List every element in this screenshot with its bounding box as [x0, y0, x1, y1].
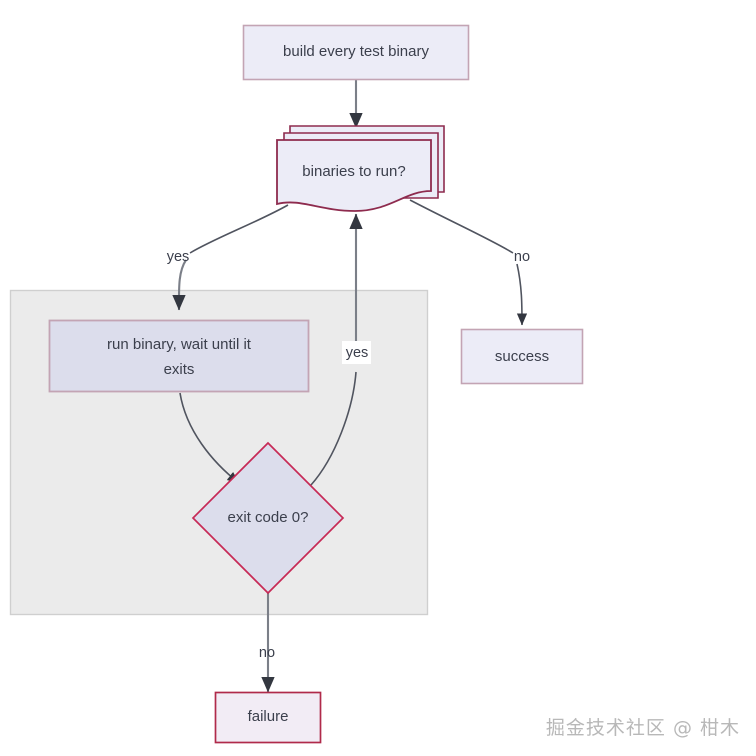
edge-label-yes-left: yes [167, 249, 190, 265]
edge-binaries-to-success-drop [516, 263, 528, 326]
edge-binaries-to-success [409, 199, 514, 254]
failure-node [214, 691, 322, 744]
edge-exitcode-to-binaries-curve [310, 371, 357, 486]
edge-binaries-to-run-drop [172, 259, 187, 311]
edge-label-no-bottom: no [259, 645, 275, 661]
edge-label-no-right: no [514, 249, 530, 265]
edge-label-yes-mid-bg [342, 341, 371, 364]
binaries-document-shape [276, 139, 432, 212]
build-node-label: build every test binary [283, 43, 429, 60]
build-node [242, 24, 470, 81]
exitcode-node [191, 441, 345, 595]
success-node-label: success [495, 348, 549, 365]
run-node-label-line2: exits [164, 361, 195, 378]
failure-node-label: failure [248, 708, 289, 725]
binaries-node-label: binaries to run? [302, 163, 405, 180]
edge-run-to-exitcode [179, 392, 240, 484]
run-node-label-line1: run binary, wait until it [107, 336, 252, 353]
watermark-text: 掘金技术社区 @ 柑木 [545, 717, 740, 739]
success-node [460, 328, 584, 385]
edge-label-yes-mid: yes [346, 345, 369, 361]
run-node [48, 319, 310, 393]
edge-binaries-to-run [189, 204, 289, 254]
exitcode-node-label: exit code 0? [228, 509, 309, 526]
